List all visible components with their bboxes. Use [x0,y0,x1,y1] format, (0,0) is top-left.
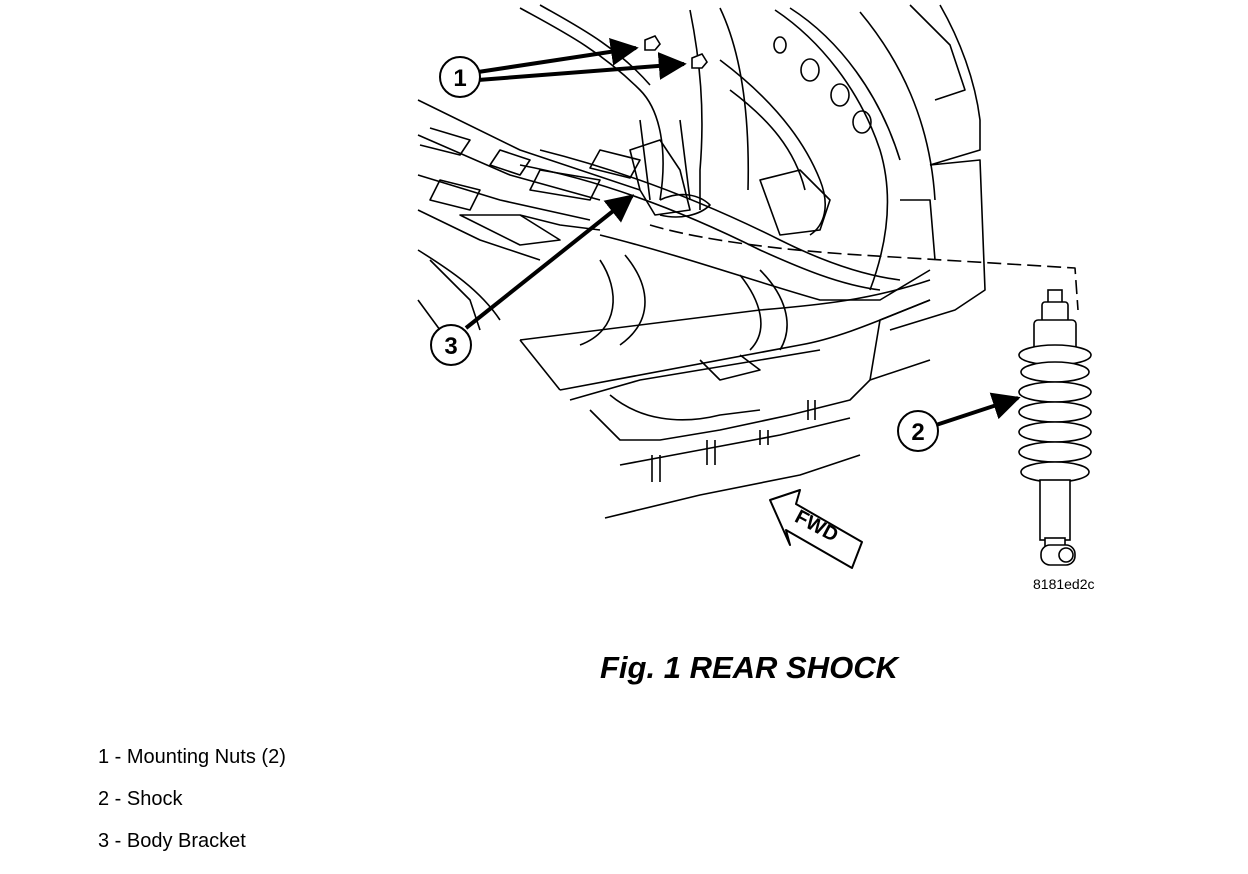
callout-2-number: 2 [911,419,924,446]
callout-leaders [464,37,1021,427]
legend-item-number: 2 [98,788,110,810]
legend-item-text: - Shock [109,788,183,810]
vehicle-body-drawing [417,4,1079,519]
legend-item: 3 - Body Bracket [98,830,246,853]
legend-item-number: 1 [98,746,110,768]
legend-item-text: - Body Bracket [109,830,246,852]
rear-shock-assembly [1018,289,1092,566]
mounting-nuts [644,35,708,69]
image-code: 8181ed2c [1033,576,1095,592]
legend-item-text: - Mounting Nuts (2) [109,746,286,768]
callout-1: 1 [439,56,481,98]
figure-caption: Fig. 1 REAR SHOCK [600,650,898,685]
callout-1-number: 1 [453,65,466,92]
callout-3: 3 [430,324,472,366]
callout-3-number: 3 [444,333,457,360]
callout-2: 2 [897,410,939,452]
legend-item-number: 3 [98,830,110,852]
fwd-direction-arrow: FWD [769,489,863,569]
legend-item: 1 - Mounting Nuts (2) [98,746,286,769]
legend-item: 2 - Shock [98,788,182,811]
